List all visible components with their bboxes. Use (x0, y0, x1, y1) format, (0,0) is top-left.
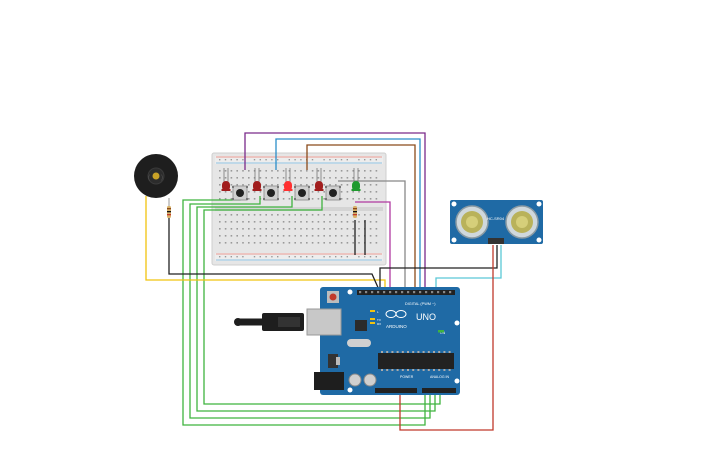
wire-yellow[interactable] (145, 196, 386, 292)
wire-blue[interactable] (275, 138, 421, 292)
digital-header-label: DIGITAL (PWM ~) (405, 302, 436, 306)
wire-black-buzzer[interactable] (168, 218, 381, 293)
analog-label: ANALOG IN (430, 375, 450, 379)
push-button[interactable] (232, 185, 248, 201)
led-red[interactable] (314, 168, 324, 191)
push-button[interactable] (294, 185, 310, 201)
sensor-name: HC-SR04 (487, 216, 505, 221)
l-label: L (377, 310, 379, 314)
rx-label: RX (377, 322, 381, 326)
wire-green-2[interactable] (189, 196, 431, 419)
arduino-uno[interactable]: DIGITAL (PWM ~) ARDUINO UNO ON TX RX L (234, 287, 460, 395)
wire-gray[interactable] (338, 180, 406, 292)
resistor-breadboard[interactable] (353, 206, 357, 218)
wire-green-3[interactable] (196, 196, 436, 412)
resistor-buzzer[interactable] (167, 198, 171, 218)
sensor-transducer-right (505, 205, 539, 239)
wire-magenta[interactable] (355, 201, 391, 292)
arduino-model: UNO (416, 312, 436, 322)
arduino-brand: ARDUINO (386, 324, 407, 329)
push-button[interactable] (325, 185, 341, 201)
digital-pins (359, 291, 452, 294)
power-label: POWER (400, 375, 414, 379)
ultrasonic-sensor[interactable]: HC-SR04 (450, 200, 543, 244)
tx-label: TX (377, 318, 381, 322)
piezo-buzzer[interactable]: ( ) (134, 154, 178, 198)
wire-cyan[interactable] (435, 245, 502, 292)
led-green[interactable] (351, 168, 361, 191)
svg-text:(: ( (148, 175, 150, 181)
breadboard[interactable] (211, 152, 387, 266)
wire-black-sensor[interactable] (379, 245, 498, 292)
arduino-logo (385, 310, 407, 318)
led-red[interactable] (221, 168, 231, 191)
usb-port (306, 308, 342, 336)
atmega-chip (378, 353, 454, 369)
on-label: ON (440, 331, 446, 335)
wires (145, 132, 502, 431)
wire-purple[interactable] (244, 132, 426, 292)
wire-red[interactable] (399, 245, 494, 431)
leds (221, 168, 361, 191)
push-buttons (232, 185, 341, 201)
power-jack (314, 372, 344, 390)
led-red[interactable] (252, 168, 262, 191)
svg-text:): ) (161, 175, 163, 181)
led-red[interactable] (283, 168, 293, 191)
push-button[interactable] (263, 185, 279, 201)
sensor-transducer-left (455, 205, 489, 239)
wire-brown[interactable] (306, 144, 416, 292)
wire-green-4[interactable] (203, 196, 441, 405)
